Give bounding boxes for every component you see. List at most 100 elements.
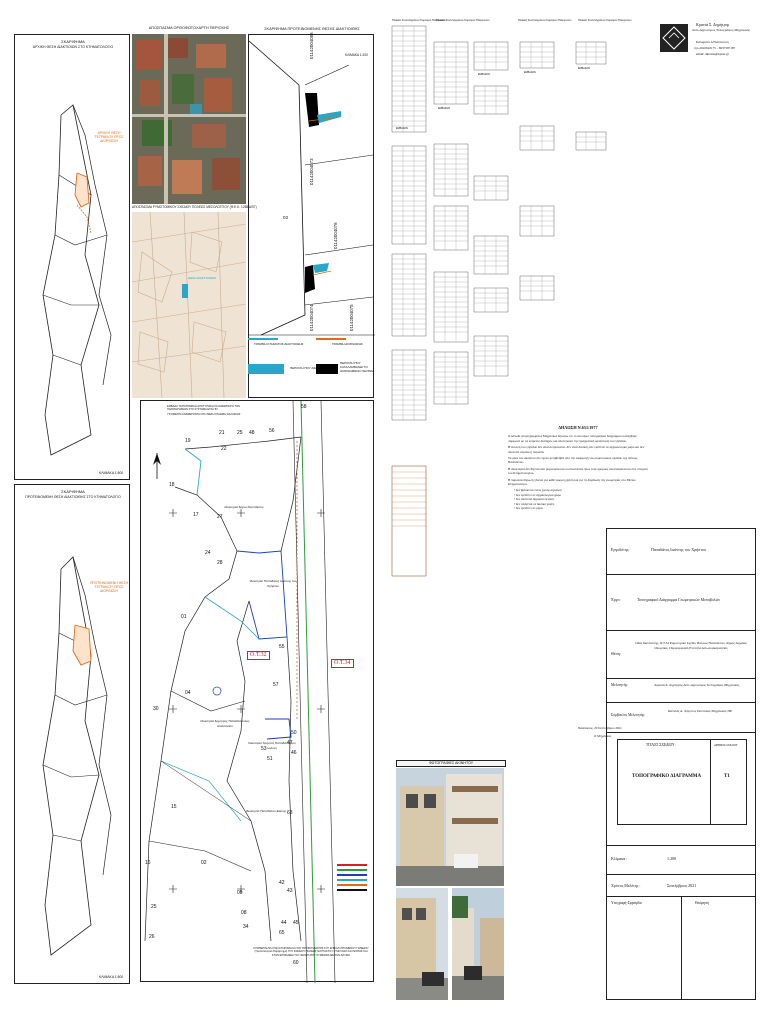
tables-heading: Πίνακας Συντεταγμένων Κορυφών Πολυγώνου (518, 19, 572, 22)
point-label: 01 (181, 614, 187, 620)
drawing-title-box: ΤΙΤΛΟΣ ΣΧΕΔΙΟΥ : ΑΡΙΘΜΟΣ ΣΧΕΔΙΟΥ ΤΟΠΟΓΡΑ… (617, 739, 747, 825)
drawing-title: ΤΟΠΟΓΡΑΦΙΚΟ ΔΙΑΓΡΑΜΜΑ (632, 774, 702, 779)
table-area-label: ΕΜΒΑΔΟΝ (478, 73, 490, 76)
point-label: 56 (269, 428, 275, 434)
tb-row-location: Θέση: Οδός Καλλιόπης, Ο.Τ.32 Ρυμοτομικό … (607, 631, 755, 679)
legend-label: ΠΕΡΙΟΧΗ ΠΟΥ ΚΑΤΑΛΑΜΒΑΝΕΙ ΤΟ ΔΙΟΡΘΩΜΕΝΟ Γ… (340, 361, 374, 373)
legend-swatch-area (316, 364, 338, 374)
point-label: 27 (217, 514, 223, 520)
tb-row-client: Εργοδότης: Παπαδάτος Ιωάννης του Χρήστου (607, 529, 755, 575)
table-area-label: ΕΜΒΑΔΟΝ (578, 67, 590, 70)
point-label: 55 (279, 644, 285, 650)
point-label: 57 (273, 682, 279, 688)
kaek-label: 01142004073 (309, 158, 314, 185)
table-area-label: ΕΜΒΑΔΟΝ (438, 107, 450, 110)
block-ot32: Ο.Τ.32 (247, 651, 270, 660)
point-label: 46 (291, 750, 297, 756)
stamp-role: Διπλ.Αγρονόμος Τοπογράφος Μηχανικός (692, 28, 750, 32)
drawing-title-label: ΤΙΤΛΟΣ ΣΧΕΔΙΟΥ : (646, 743, 677, 747)
owner-label: Ιδιοκτησία Χρήστος Παπαδάτος του Ιωάννη (248, 741, 296, 750)
legend-label: ΓΡΑΜΜΗ ΔΙΟΡΘΩΣΗΣ (332, 342, 363, 346)
statement-bullet: • δεν βρίσκεται εντός ζώνης αιγιαλού (514, 488, 562, 493)
sketch-title: ΣΚΑΡΙΦΗΜΑ (61, 489, 85, 494)
drawing-no-label: ΑΡΙΘΜΟΣ ΣΧΕΔΙΟΥ (714, 744, 738, 747)
tb-row-engineer: Μελετητής: Κρανιά Σ. Δημήτρης Διπλ.Αγρον… (607, 679, 755, 703)
sketch-annotation: ΑΡΧΙΚΗ ΘΕΣΗ ΤΕΤΡΑΚΙΟΥ ΠΡΟΣ ΔΙΟΡΘΩΣΗ (94, 131, 124, 144)
point-label: 24 (205, 550, 211, 556)
tables-heading: Πίνακας Συντεταγμένων Κορυφών Πολυγώνου (392, 19, 446, 22)
main-plan: Ο.Τ.32 Ο.Τ.34 Ιδιοκτησία Δήμου Ναυπάκτου… (140, 400, 374, 984)
point-label: 26 (149, 934, 155, 940)
sketch-title: ΣΚΑΡΙΦΗΜΑ (61, 39, 85, 44)
town-plan-image: ΘΕΣΗ ΔΙΑΚΤΙΟΙΘΗΣ (132, 212, 246, 398)
owner-label: Ιδιοκτησία Δήμου Ναυπάκτου (224, 505, 264, 509)
proposal-sketch: ΣΚΑΡΙΦΗΜΑ ΠΡΟΤΕΙΝΟΜΕΝΗΣ ΘΕΣΗΣ ΔΙΑΚΤΙΟΙΘΗ… (248, 27, 375, 398)
property-photo-1 (396, 768, 504, 886)
sketch-subtitle: ΠΡΟΤΕΙΝΟΜΕΝΗ ΘΕΣΗ ΔΙΑΚΤΙΟΙΘΗΣ ΣΤΟ ΚΤΗΜΑΤ… (25, 495, 121, 499)
point-label: 19 (185, 438, 191, 444)
statement-paragraph: Η ιδιοκτησία δεν θίγεται από ρυμοτομία κ… (508, 466, 648, 476)
point-label: 25 (237, 430, 243, 436)
sign-label: Υπογραφή-Σφραγίδα (611, 901, 642, 905)
sketch-scale: ΚΛΙΜΑΚΑ 1:500 (99, 975, 124, 979)
statement-title: ΔΗΛΩΣΗ Ν.651/1977 (558, 425, 598, 430)
plan-label: ΘΕΣΗ ΔΙΑΚΤΙΟΙΘΗΣ (188, 276, 217, 280)
point-label: 50 (291, 730, 297, 736)
point-label: 60 (293, 960, 299, 966)
drawing-number: Τ1 (724, 774, 730, 779)
statement-paragraph: Τα όρια του ακινήτου δεν έχουν μεταβληθε… (508, 456, 638, 465)
engineer-stamp: Κρανιά Σ. Δημήτρης Διπλ.Αγρονόμος Τοπογρ… (660, 18, 760, 98)
point-label: 34 (243, 924, 249, 930)
tb-row-scale: Κλίμακα : 1:200 (607, 845, 755, 875)
kaek-label: 01142004088 (309, 32, 314, 59)
point-label: 45 (293, 920, 299, 926)
sketch-annotation: ΠΡΟΤΕΙΝΟΜΕΝΗ ΘΕΣΗ ΤΕΤΡΑΚΙΟΥ ΠΡΟΣ ΔΙΟΡΘΩΣ… (89, 581, 129, 594)
proposal-title: ΣΚΑΡΙΦΗΜΑ ΠΡΟΤΕΙΝΟΜΕΝΗΣ ΘΕΣΗΣ ΔΙΑΚΤΙΟΙΘΗ… (264, 27, 360, 31)
legend-swatch-line (316, 338, 346, 340)
tb-row-consultant: Σύμβουλος Μελετητής: Καπνιάς Α. Χρήστος … (607, 703, 755, 733)
property-photo-3 (452, 888, 504, 1000)
coordinate-tables-area: Πίνακας Συντεταγμένων Κορυφών Πολυγώνου … (388, 18, 650, 577)
left-top-sketch: ΣΚΑΡΙΦΗΜΑ ΑΡΧΙΚΗ ΘΕΣΗ ΔΙΑΚΤΙΟΙΩΝ ΣΤΟ ΚΤΗ… (14, 34, 130, 480)
legend-swatch-area (248, 364, 284, 374)
block-label: 03 (283, 215, 288, 220)
tb-row-project: Έργο: Τοπογραφικό Διάγραμμα Γεωμετρικών … (607, 575, 755, 631)
statement-paragraph: Η παρούσα δήλωση γίνεται για κάθε νόμιμη… (508, 477, 636, 487)
block-ot34: Ο.Τ.34 (331, 659, 354, 668)
point-label: 53 (261, 746, 267, 752)
statement-bullet: • δεν υπάγεται σε δασικό χάρτη (514, 501, 555, 506)
orthophoto-image (132, 34, 246, 204)
approve-label: Θεώρηση (695, 901, 709, 905)
point-label: 09 (237, 890, 243, 896)
main-plan-drawing (144, 400, 336, 984)
coordinate-tables-grid (391, 25, 607, 577)
kaek-label: 01142004078 (333, 222, 338, 249)
stamp-line: email: dkrania@kynet.gr (696, 52, 729, 56)
point-label: 58 (301, 404, 307, 410)
photos-title: ΦΩΤΟΓΡΑΦΙΕΣ ΑΚΙΝΗΤΟΥ (396, 760, 506, 767)
point-label: 22 (221, 446, 227, 452)
point-label: 21 (219, 430, 225, 436)
proposal-legend: ΓΡΑΜΜΗ ΚΤΗΜΑΤΟΣ ΔΙΑΚΤΙΟΙΘΗΣ ΓΡΑΜΜΗ ΔΙΟΡΘ… (248, 338, 374, 398)
statement-bullet: • δεν αποτελεί δημόσια έκταση (514, 497, 554, 502)
statement-signer: Ο Μηχανικός (594, 734, 612, 738)
property-photo-2 (396, 888, 448, 1000)
statement-paragraph: Η έκταση του γηπέδου δεν απαλλοτριώνεται… (508, 445, 645, 454)
proposal-drawing (248, 40, 375, 336)
kaek-label: 01142004074 (309, 304, 314, 331)
point-label: 16 (145, 860, 151, 866)
point-label: 04 (185, 690, 191, 696)
point-label: 08 (241, 910, 247, 916)
plan-caption: ΑΠΟΣΠΑΣΜΑ ΡΥΜΟΤΟΜΙΚΟΥ ΣΧΕΔΙΟΥ ΠΟΛΕΩΣ ΜΕΣ… (132, 205, 257, 209)
ortho-title: ΑΠΟΣΠΑΣΜΑ ΟΡΘΟΦΩΤΟΧΑΡΤΗ ΠΕΡΙΟΧΗΣ (148, 26, 230, 30)
table-area-label: ΕΜΒΑΔΟΝ (524, 71, 536, 74)
tb-row-date: Χρόνος Μελέτης : Σεπτέμβριος 2021 (607, 875, 755, 897)
point-label: 25 (151, 904, 157, 910)
plan-color-legend (337, 861, 367, 921)
plan-note: ΥΨΟΜΕΤΡΑ ΑΝΑΦΕΡΟΝΤΑΙ ΣΤΗ ΜΕΣΗ ΣΤΑΘΜΗ ΘΑΛ… (167, 413, 241, 416)
point-label: 51 (267, 756, 273, 762)
owner-label: Ιδιοκτησία Δημήτρης Παπαδόπουλος Αναστασ… (200, 719, 250, 728)
point-label: 42 (279, 880, 285, 886)
stamp-logo-icon (660, 24, 688, 52)
owner-label: Ιδιοκτησία Παπαδάτου Ελένης (245, 809, 287, 813)
